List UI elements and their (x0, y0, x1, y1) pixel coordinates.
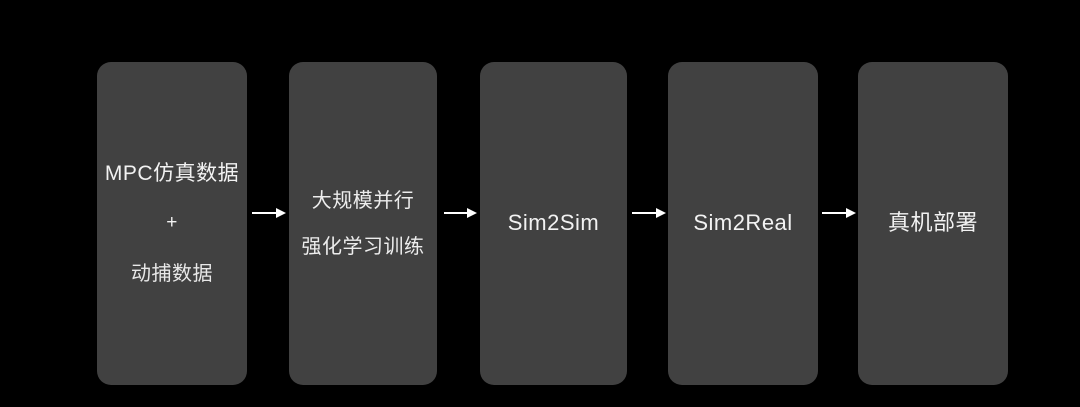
pipeline-stage-3: Sim2Sim (480, 62, 627, 385)
arrow-right-icon (632, 205, 666, 221)
stage-2-line-1: 大规模并行 (311, 189, 415, 212)
arrow-right-icon (252, 205, 286, 221)
pipeline-stage-2: 大规模并行 强化学习训练 (289, 62, 437, 385)
pipeline-stage-5: 真机部署 (858, 62, 1008, 385)
arrow-right-icon (822, 205, 856, 221)
stage-3-line-1: Sim2Sim (507, 210, 600, 236)
pipeline-stage-4: Sim2Real (668, 62, 818, 385)
stage-2-line-2: 强化学习训练 (301, 235, 425, 258)
pipeline-stage-1: MPC仿真数据 + 动捕数据 (97, 62, 247, 385)
stage-1-line-3: 动捕数据 (131, 263, 213, 286)
stage-5-line-1: 真机部署 (887, 210, 978, 236)
arrow-right-icon (444, 205, 477, 221)
stage-1-plus-symbol: + (166, 211, 178, 233)
stage-1-line-1: MPC仿真数据 (104, 161, 240, 185)
stage-4-line-1: Sim2Real (693, 210, 793, 236)
